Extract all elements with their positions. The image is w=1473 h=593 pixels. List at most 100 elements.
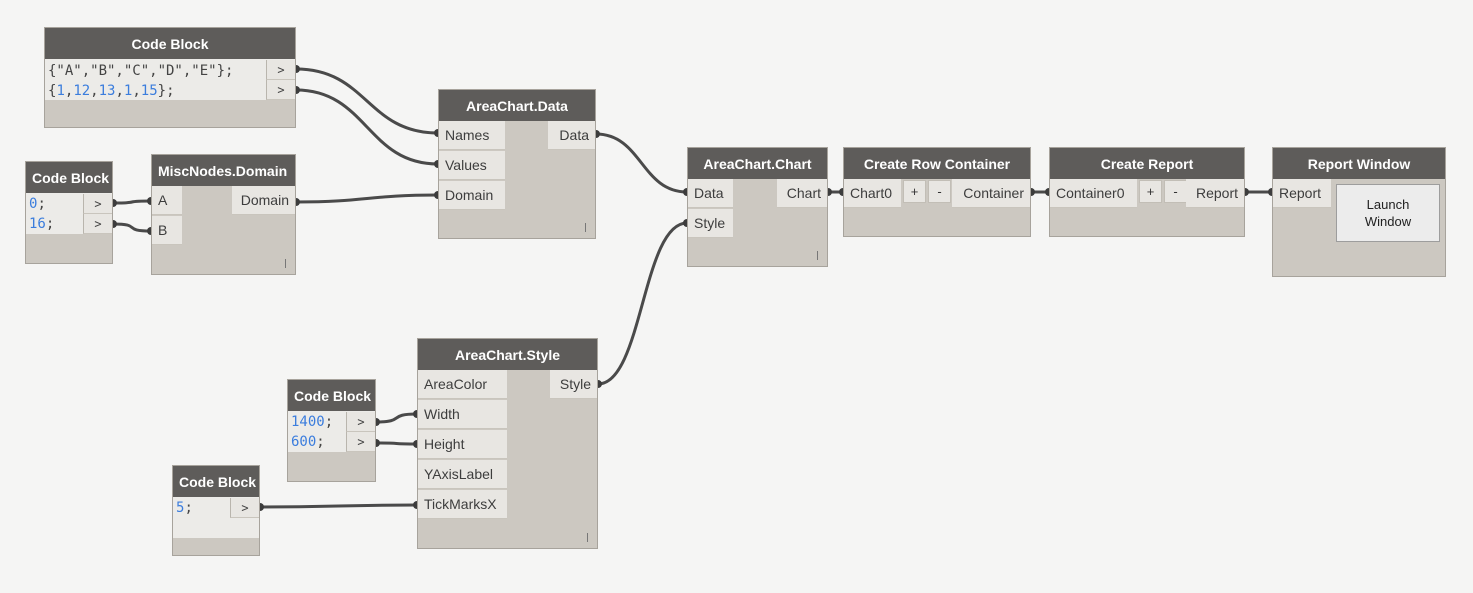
connector-wire[interactable]	[112, 222, 152, 233]
input-port-width[interactable]: Width	[418, 400, 507, 429]
node-create-report[interactable]: Create Report Container0 + - Report	[1049, 147, 1245, 237]
node-areachart-chart[interactable]: AreaChart.Chart Data Style Chart	[687, 147, 828, 267]
code-line-1: {"A","B","C","D","E"};	[48, 61, 233, 81]
code-line-1: 0;	[29, 194, 46, 214]
node-title: Code Block	[26, 162, 112, 193]
code-punct: ;	[37, 196, 46, 212]
output-port-domain[interactable]: Domain	[232, 186, 295, 215]
code-block-ticks-value[interactable]: Code Block 5; >	[172, 465, 260, 556]
output-port-chart[interactable]: Chart	[777, 179, 827, 208]
node-title: Code Block	[45, 28, 295, 59]
code-number: 13	[98, 83, 116, 99]
input-port-values[interactable]: Values	[439, 151, 505, 180]
node-areachart-data[interactable]: AreaChart.Data Names Values Domain Data	[438, 89, 596, 239]
output-port-line-2[interactable]: >	[346, 432, 375, 452]
node-misc-nodes-domain[interactable]: MiscNodes.Domain A B Domain	[151, 154, 296, 275]
remove-input-button[interactable]: -	[1164, 180, 1187, 203]
code-number: 1	[123, 83, 133, 99]
connector-wire[interactable]	[112, 199, 152, 205]
output-port-line-2[interactable]: >	[83, 214, 112, 234]
code-number: 16	[29, 216, 46, 232]
input-port-report[interactable]: Report	[1273, 179, 1331, 208]
code-punct: ;	[324, 414, 334, 430]
node-title: AreaChart.Data	[439, 90, 595, 121]
input-port-container0[interactable]: Container0	[1050, 179, 1137, 208]
code-punct: ,	[132, 83, 141, 99]
connector-wire[interactable]	[375, 441, 418, 446]
connector-wire[interactable]	[259, 503, 418, 509]
code-number: 12	[73, 83, 91, 99]
button-label-line-1: Launch	[1366, 197, 1410, 212]
node-title: AreaChart.Chart	[688, 148, 827, 179]
add-input-button[interactable]: +	[903, 180, 926, 203]
add-input-button[interactable]: +	[1139, 180, 1162, 203]
lacing-indicator	[587, 533, 588, 542]
input-port-chart0[interactable]: Chart0	[844, 179, 901, 208]
code-line-2: {1,12,13,1,15};	[48, 81, 175, 101]
input-port-areacolor[interactable]: AreaColor	[418, 370, 507, 399]
input-port-data[interactable]: Data	[688, 179, 733, 208]
connector-wire[interactable]	[295, 67, 439, 135]
code-number: 5	[176, 500, 185, 516]
input-port-domain[interactable]: Domain	[439, 181, 505, 210]
code-block-domain-values[interactable]: Code Block 0; 16; > >	[25, 161, 113, 264]
node-title: Code Block	[173, 466, 259, 497]
lacing-indicator	[285, 259, 286, 268]
code-block-size-values[interactable]: Code Block 1400; 600; > >	[287, 379, 376, 482]
connector-wire[interactable]	[375, 412, 418, 424]
code-line-2: 16;	[29, 214, 54, 234]
code-punct: ;	[184, 500, 193, 516]
node-title: Create Report	[1050, 148, 1244, 179]
output-port-line-1[interactable]: >	[346, 412, 375, 432]
output-port-report[interactable]: Report	[1186, 179, 1244, 208]
output-port-line-1[interactable]: >	[266, 60, 295, 80]
code-number: 600	[291, 434, 317, 450]
input-port-yaxislabel[interactable]: YAxisLabel	[418, 460, 507, 489]
node-title: Create Row Container	[844, 148, 1030, 179]
code-line-1: 5;	[176, 498, 193, 518]
remove-input-button[interactable]: -	[928, 180, 951, 203]
connector-wire[interactable]	[595, 132, 688, 194]
node-title: MiscNodes.Domain	[152, 155, 295, 186]
code-punct: ;	[316, 434, 325, 450]
output-port-style[interactable]: Style	[550, 370, 597, 399]
code-number: 0	[29, 196, 38, 212]
code-punct: ,	[64, 83, 74, 99]
code-punct: };	[157, 83, 175, 99]
code-punct: {"A","B","C","D","E"};	[48, 63, 234, 79]
node-title: Code Block	[288, 380, 375, 411]
output-port-line-2[interactable]: >	[266, 80, 295, 100]
lacing-indicator	[585, 223, 586, 232]
input-port-a[interactable]: A	[152, 186, 182, 215]
node-title: AreaChart.Style	[418, 339, 597, 370]
code-punct: {	[48, 83, 57, 99]
code-number: 15	[140, 83, 158, 99]
input-port-tickmarksx[interactable]: TickMarksX	[418, 490, 507, 519]
lacing-indicator	[817, 251, 818, 260]
connector-wire[interactable]	[295, 193, 439, 204]
code-block-names-values[interactable]: Code Block {"A","B","C","D","E"}; {1,12,…	[44, 27, 296, 128]
code-editor[interactable]	[45, 59, 295, 100]
output-port-line-1[interactable]: >	[230, 498, 259, 518]
input-port-height[interactable]: Height	[418, 430, 507, 459]
node-create-row-container[interactable]: Create Row Container Chart0 + - Containe…	[843, 147, 1031, 237]
code-punct: ;	[45, 216, 55, 232]
node-title: Report Window	[1273, 148, 1445, 179]
code-number: 1400	[291, 414, 325, 430]
code-line-2: 600;	[291, 432, 325, 452]
code-punct: ,	[115, 83, 124, 99]
button-label-line-2: Window	[1364, 214, 1412, 229]
connector-wire[interactable]	[597, 221, 688, 386]
output-port-line-1[interactable]: >	[83, 194, 112, 214]
input-port-b[interactable]: B	[152, 216, 182, 245]
input-port-style[interactable]: Style	[688, 209, 733, 238]
output-port-container[interactable]: Container	[952, 179, 1030, 208]
node-areachart-style[interactable]: AreaChart.Style AreaColor Width Height Y…	[417, 338, 598, 549]
connector-wire[interactable]	[295, 88, 439, 166]
input-port-names[interactable]: Names	[439, 121, 505, 150]
output-port-data[interactable]: Data	[548, 121, 595, 150]
code-number: 1	[56, 83, 65, 99]
